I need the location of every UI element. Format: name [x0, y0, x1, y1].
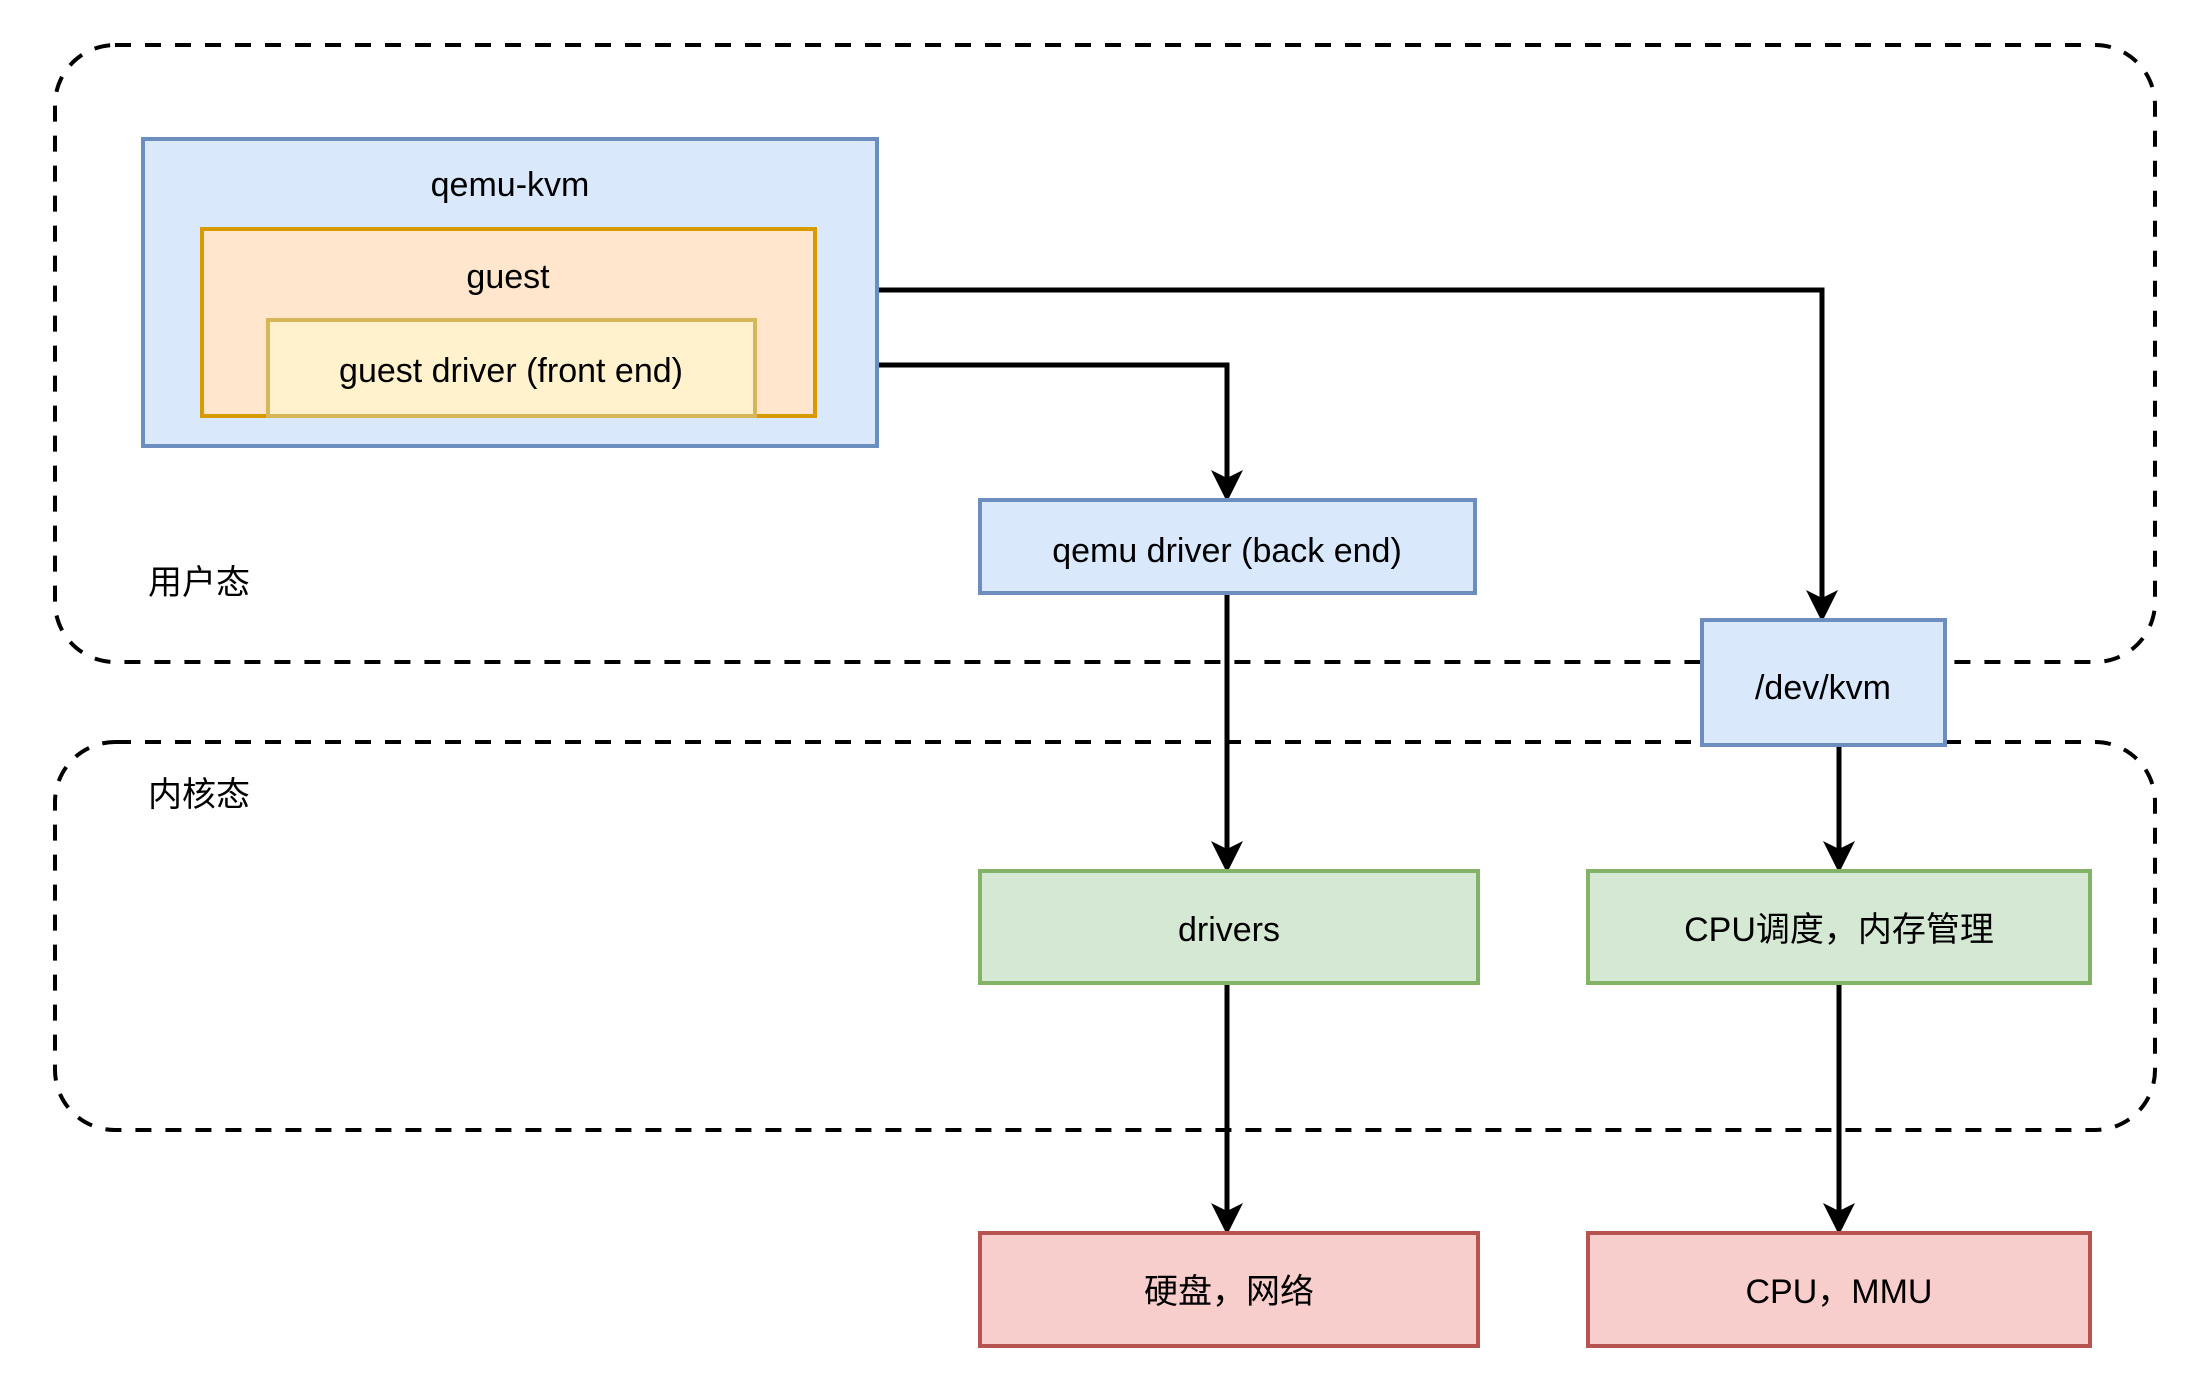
node-drivers[interactable]: drivers [978, 869, 1480, 985]
node-label: guest [466, 258, 550, 296]
node-disk-network[interactable]: 硬盘，网络 [978, 1231, 1480, 1348]
node-label: drivers [1178, 911, 1280, 949]
node-label: guest driver (front end) [339, 352, 683, 390]
edge-line [755, 362, 1230, 484]
node-label: /dev/kvm [1755, 669, 1891, 707]
node-box[interactable] [1586, 869, 2092, 985]
node-qemu-driver[interactable]: qemu driver (back end) [978, 498, 1477, 595]
node-box[interactable] [1700, 618, 1947, 747]
node-box[interactable] [1586, 1231, 2092, 1348]
edge-cpusched-to-cpummu [1823, 983, 1855, 1235]
arrow-head-icon [1823, 1203, 1855, 1235]
arrow-head-icon [1211, 841, 1243, 873]
node-label: qemu driver (back end) [1052, 532, 1402, 570]
node-cpu-mmu[interactable]: CPU，MMU [1586, 1231, 2092, 1348]
zone-user-mode-boundary [53, 43, 2157, 664]
node-dev-kvm[interactable]: /dev/kvm [1700, 618, 1947, 747]
node-cpu-sched-mem[interactable]: CPU调度，内存管理 [1586, 869, 2092, 985]
edge-devkvm-to-cpusched [1823, 745, 1855, 873]
arrow-head-icon [1823, 841, 1855, 873]
node-guest-driver[interactable]: guest driver (front end) [266, 318, 757, 418]
zone-kernel-mode-boundary [53, 740, 2157, 1132]
edge-line [877, 287, 1825, 604]
node-box[interactable] [978, 869, 1480, 985]
edge-group [755, 287, 1855, 1235]
arrow-head-icon [1806, 590, 1838, 622]
edge-guestdriver-to-qemudriver [755, 362, 1243, 502]
node-label: qemu-kvm [431, 166, 590, 204]
node-box[interactable] [978, 498, 1477, 595]
node-label: 硬盘，网络 [1144, 1273, 1314, 1311]
zone-group: 用户态 内核态 [53, 43, 2157, 1132]
node-label: CPU调度，内存管理 [1684, 911, 1994, 949]
arrow-head-icon [1211, 1203, 1243, 1235]
arrow-head-icon [1211, 470, 1243, 502]
edge-guest-to-devkvm [877, 287, 1838, 622]
edge-qemudriver-to-drivers [1211, 593, 1243, 873]
zone-user-mode-label: 用户态 [148, 564, 250, 602]
node-label: CPU，MMU [1746, 1273, 1933, 1311]
node-box[interactable] [978, 1231, 1480, 1348]
zone-kernel-mode-label: 内核态 [148, 776, 250, 814]
edge-drivers-to-disknetwork [1211, 983, 1243, 1235]
node-box[interactable] [266, 318, 757, 418]
